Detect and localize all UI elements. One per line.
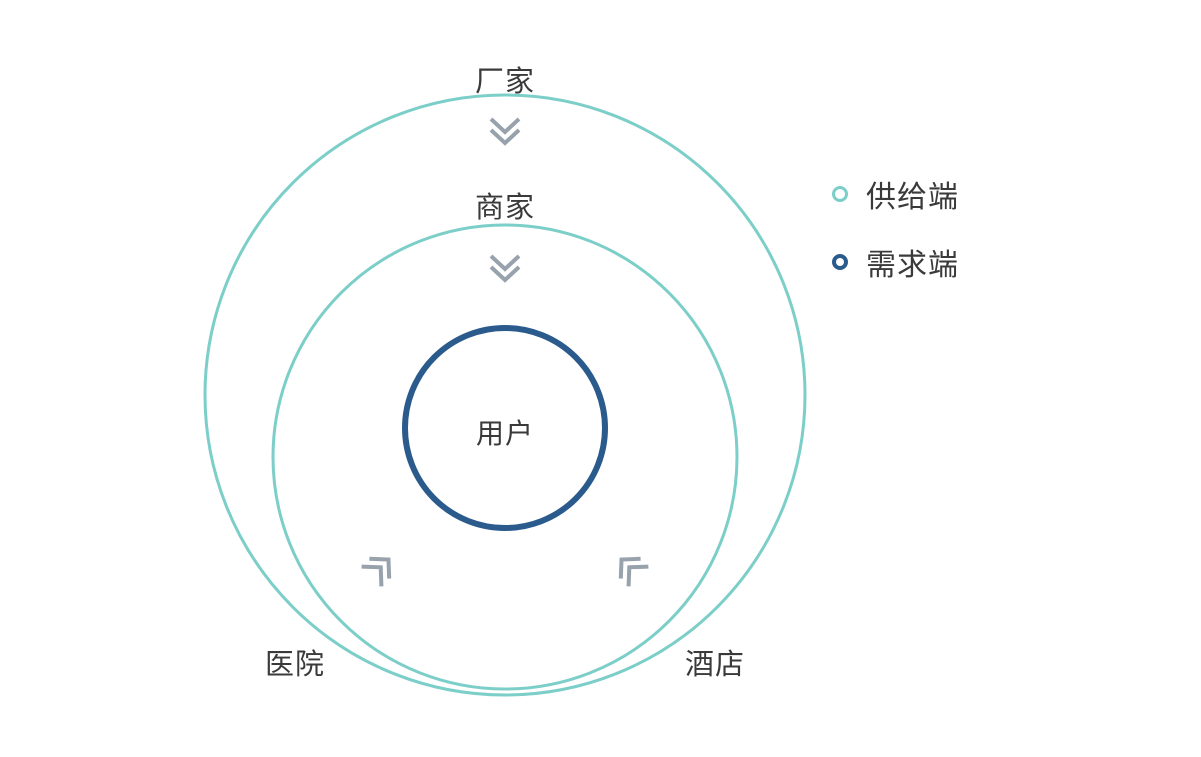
legend-item-demand: 需求端 bbox=[832, 240, 959, 284]
supply-ring-icon bbox=[832, 186, 848, 202]
legend-label-demand: 需求端 bbox=[866, 249, 959, 282]
chevron-up-right-icon bbox=[361, 556, 392, 587]
legend-item-supply: 供给端 bbox=[832, 172, 959, 216]
demand-circle bbox=[402, 325, 608, 531]
legend: 供给端 需求端 bbox=[832, 172, 959, 284]
legend-label-supply: 供给端 bbox=[866, 181, 959, 214]
label-user: 用户 bbox=[475, 418, 535, 449]
label-manufacturer: 厂家 bbox=[474, 66, 536, 98]
inner-supply-circle bbox=[271, 223, 739, 691]
demand-ring-icon bbox=[832, 254, 848, 270]
label-merchant: 商家 bbox=[474, 192, 536, 224]
chevron-up-left-icon bbox=[618, 556, 649, 587]
chevron-down-icon bbox=[489, 117, 521, 146]
label-hospital: 医院 bbox=[264, 649, 326, 681]
chevron-down-icon bbox=[489, 254, 521, 283]
label-hotel: 酒店 bbox=[684, 649, 746, 681]
outer-supply-circle bbox=[203, 93, 807, 697]
